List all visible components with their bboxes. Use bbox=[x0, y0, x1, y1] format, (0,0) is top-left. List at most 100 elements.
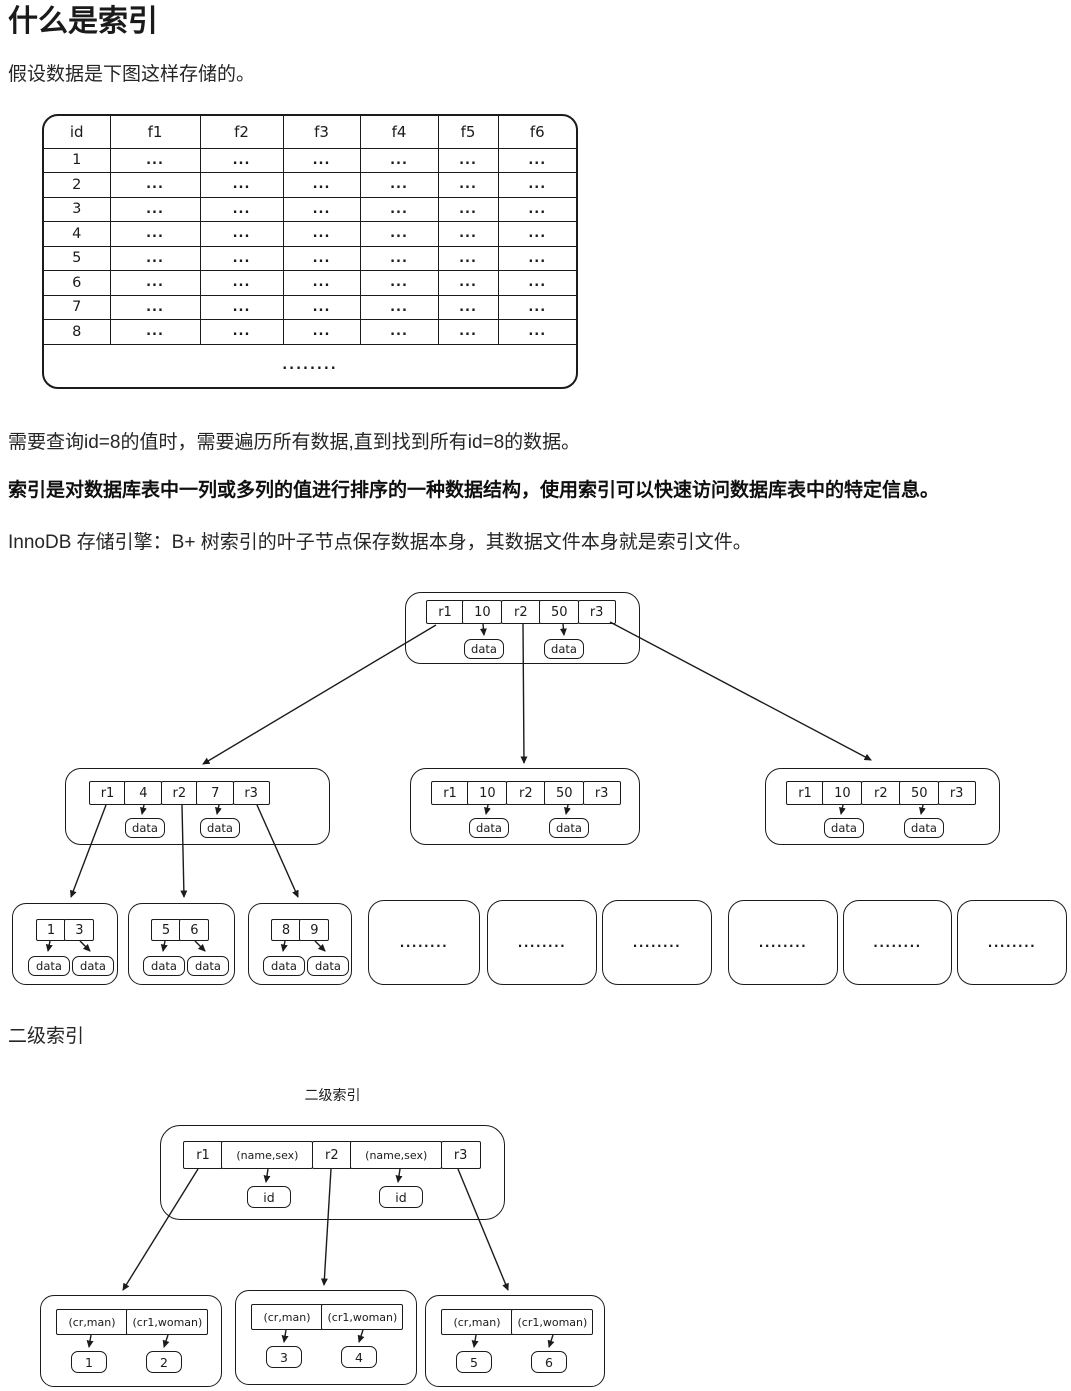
key-cell: 3 bbox=[64, 919, 95, 941]
pointer-cell: r1 bbox=[431, 781, 469, 805]
key-cell: 8 bbox=[271, 919, 301, 941]
key-cell: (cr,man) bbox=[251, 1304, 323, 1330]
table-ellipsis: ........ bbox=[282, 358, 338, 373]
key-cell: 1 bbox=[36, 919, 66, 941]
id-box: id bbox=[247, 1186, 291, 1208]
key-cell: (cr1,woman) bbox=[321, 1304, 404, 1330]
key-cell: 10 bbox=[467, 781, 508, 805]
bptree-child-left: r1 4 r2 7 r3 data data bbox=[65, 768, 330, 845]
table-cell: ... bbox=[437, 172, 499, 198]
pointer-cell: r2 bbox=[311, 1141, 352, 1169]
table-cell-id: 4 bbox=[44, 221, 111, 247]
table-row: 3 ... ... ... ... ... ... bbox=[44, 196, 576, 222]
id-value-box: 6 bbox=[531, 1351, 567, 1373]
pointer-cell: r2 bbox=[500, 600, 541, 624]
key-cell: 50 bbox=[899, 781, 940, 805]
table-row: 2 ... ... ... ... ... ... bbox=[44, 172, 576, 198]
table-cell: ... bbox=[109, 270, 201, 296]
table-cell: ... bbox=[359, 172, 439, 198]
paragraph-innodb: InnoDB 存储引擎：B+ 树索引的叶子节点保存数据本身，其数据文件本身就是索… bbox=[8, 532, 752, 553]
pointer-cell: r3 bbox=[232, 781, 270, 805]
diagram-title: 二级索引 bbox=[304, 1088, 361, 1104]
table-row: 4 ... ... ... ... ... ... bbox=[44, 221, 576, 247]
bptree-empty-leaf: ........ bbox=[602, 900, 712, 985]
key-cell: (name,sex) bbox=[221, 1141, 314, 1169]
pointer-cell: r3 bbox=[937, 781, 976, 805]
table-cell: ... bbox=[199, 245, 284, 271]
table-cell: ... bbox=[437, 147, 499, 173]
pointer-cell: r1 bbox=[89, 781, 126, 805]
bptree-leaf-1: 1 3 data data bbox=[12, 903, 118, 985]
key-cell-row: r1 10 r2 50 r3 bbox=[431, 781, 621, 805]
table-cell: ... bbox=[109, 221, 201, 247]
table-header: f2 bbox=[199, 116, 284, 149]
data-box: data bbox=[549, 818, 589, 838]
table-cell: ... bbox=[359, 319, 439, 345]
table-cell-id: 2 bbox=[44, 172, 111, 198]
key-cell-row: (cr,man) (cr1,woman) bbox=[56, 1309, 209, 1335]
secondary-index-diagram: 二级索引 r1 (name,sex) r2 (name,sex) r3 id i… bbox=[0, 1085, 1071, 1391]
pointer-cell: r2 bbox=[505, 781, 546, 805]
bptree-empty-leaf: ........ bbox=[487, 900, 597, 985]
table-header-row: id f1 f2 f3 f4 f5 f6 bbox=[44, 116, 576, 149]
table-cell: ... bbox=[437, 270, 499, 296]
key-cell: 50 bbox=[544, 781, 585, 805]
table-cell: ... bbox=[109, 319, 201, 345]
table-cell: ... bbox=[437, 221, 499, 247]
key-cell: 10 bbox=[462, 600, 503, 624]
key-cell: (cr1,woman) bbox=[511, 1309, 594, 1335]
table-cell: ... bbox=[199, 294, 284, 320]
table-cell: ... bbox=[282, 294, 361, 320]
data-box: data bbox=[263, 956, 305, 976]
table-cell: ... bbox=[497, 221, 576, 247]
secondary-index-heading: 二级索引 bbox=[8, 1026, 85, 1047]
bptree-empty-leaf: ........ bbox=[368, 900, 480, 985]
table-header-id: id bbox=[44, 116, 111, 149]
key-cell-row: 1 3 bbox=[36, 919, 95, 941]
key-cell-row: (cr,man) (cr1,woman) bbox=[441, 1309, 594, 1335]
table-cell: ... bbox=[199, 319, 284, 345]
paragraph-intro: 假设数据是下图这样存储的。 bbox=[8, 64, 256, 85]
table-row: 5 ... ... ... ... ... ... bbox=[44, 245, 576, 271]
table-cell: ... bbox=[437, 245, 499, 271]
table-cell-id: 7 bbox=[44, 294, 111, 320]
bptree-leaf-3: 8 9 data data bbox=[248, 903, 352, 985]
pointer-cell: r2 bbox=[860, 781, 901, 805]
table-cell: ... bbox=[497, 319, 576, 345]
key-cell: 9 bbox=[299, 919, 330, 941]
data-box: data bbox=[464, 639, 504, 659]
table-cell: ... bbox=[199, 221, 284, 247]
table-cell: ... bbox=[359, 270, 439, 296]
table-header: f1 bbox=[109, 116, 201, 149]
bptree-root-node: r1 10 r2 50 r3 data data bbox=[405, 592, 640, 664]
table-header: f5 bbox=[437, 116, 499, 149]
table-cell: ... bbox=[199, 147, 284, 173]
table-row: 1 ... ... ... ... ... ... bbox=[44, 147, 576, 173]
table-cell: ... bbox=[109, 196, 201, 222]
bptree-empty-leaf: ........ bbox=[843, 900, 952, 985]
pointer-cell: r2 bbox=[160, 781, 198, 805]
bplus-tree-diagram: r1 10 r2 50 r3 data data r1 4 r2 7 r3 da… bbox=[0, 580, 1071, 995]
table-cell: ... bbox=[437, 319, 499, 345]
table-cell-id: 5 bbox=[44, 245, 111, 271]
table-cell-id: 8 bbox=[44, 319, 111, 345]
table-cell: ... bbox=[497, 270, 576, 296]
key-cell-row: r1 (name,sex) r2 (name,sex) r3 bbox=[183, 1141, 481, 1169]
secondary-leaf-1: (cr,man) (cr1,woman) 1 2 bbox=[40, 1295, 222, 1387]
table-row: 7 ... ... ... ... ... ... bbox=[44, 294, 576, 320]
key-cell-row: (cr,man) (cr1,woman) bbox=[251, 1304, 404, 1330]
secondary-leaf-3: (cr,man) (cr1,woman) 5 6 bbox=[425, 1295, 605, 1387]
key-cell: 5 bbox=[151, 919, 181, 941]
table-row: 8 ... ... ... ... ... ... bbox=[44, 319, 576, 345]
data-box: data bbox=[544, 639, 584, 659]
table-cell: ... bbox=[437, 294, 499, 320]
bptree-empty-leaf: ........ bbox=[957, 900, 1067, 985]
pointer-cell: r3 bbox=[440, 1141, 481, 1169]
data-box: data bbox=[125, 818, 165, 838]
key-cell: 50 bbox=[539, 600, 580, 624]
table-row: 6 ... ... ... ... ... ... bbox=[44, 270, 576, 296]
key-cell-row: r1 4 r2 7 r3 bbox=[89, 781, 270, 805]
table-header: f3 bbox=[282, 116, 361, 149]
table-cell: ... bbox=[437, 196, 499, 222]
